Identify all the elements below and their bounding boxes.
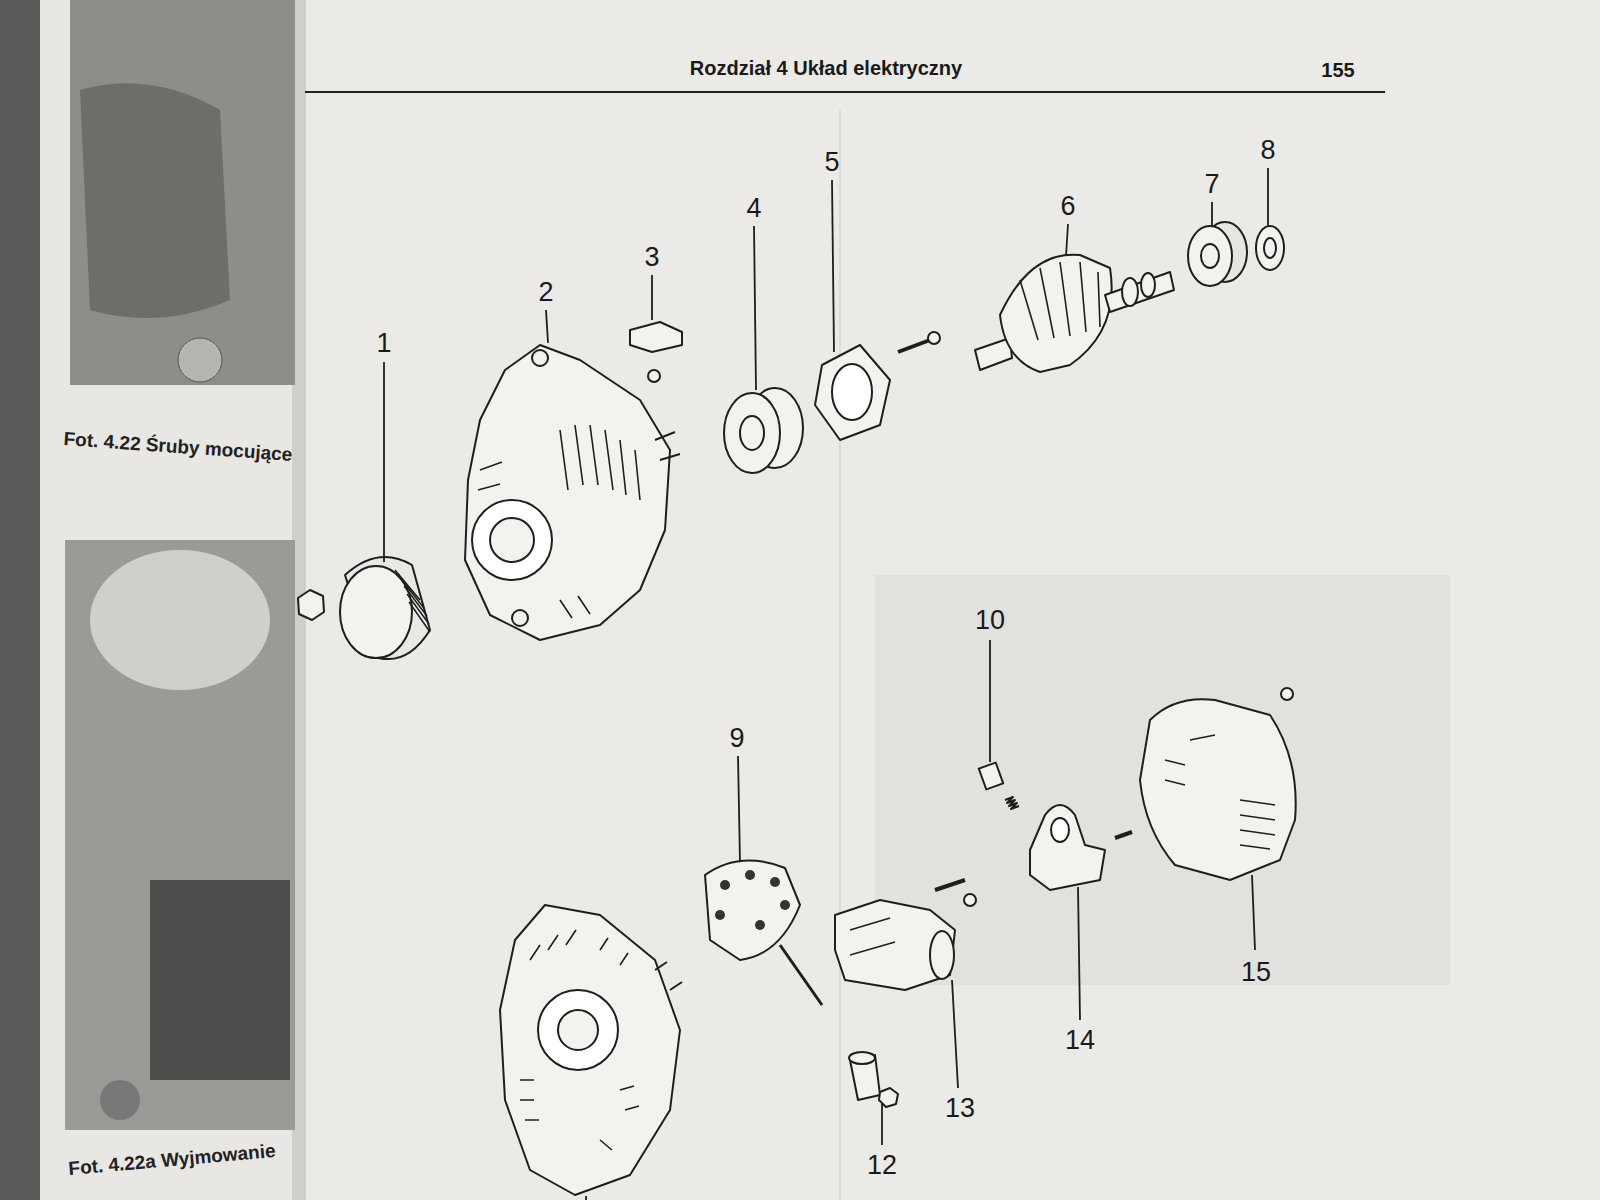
- housing-slots: [478, 425, 640, 618]
- callout-number: 13: [945, 1093, 975, 1124]
- rear-housing: [500, 905, 680, 1195]
- bracket: [630, 322, 682, 352]
- housing-bore: [472, 500, 552, 580]
- claw-poles: [1020, 262, 1100, 340]
- bearing-front: [1188, 226, 1232, 286]
- nut: [298, 590, 324, 620]
- callout-number: 3: [644, 242, 659, 273]
- book-edge: [0, 0, 40, 1200]
- photo-detail: [100, 1080, 140, 1120]
- faded-photo: [875, 575, 1450, 985]
- diode-pads: [715, 870, 790, 930]
- page-number: 155: [1321, 59, 1354, 82]
- cover-vents: [1165, 735, 1275, 849]
- housing-bore: [538, 990, 618, 1070]
- callout-number: 9: [729, 723, 744, 754]
- spring: [1005, 797, 1019, 809]
- screw: [964, 894, 976, 906]
- plug-top: [849, 1052, 875, 1064]
- regulator: [835, 900, 955, 990]
- housing-bore: [558, 1010, 598, 1050]
- screw-head: [928, 332, 940, 344]
- photo-detail: [90, 550, 270, 690]
- pulley-grooves: [395, 570, 430, 632]
- photo-detail: [80, 83, 230, 318]
- retainer-plate: [815, 345, 890, 440]
- callout-number: 2: [538, 277, 553, 308]
- screw: [1115, 832, 1132, 838]
- callout-number: 5: [824, 147, 839, 178]
- rotor-poles: [1000, 255, 1112, 372]
- housing-bore: [490, 518, 534, 562]
- regulator-detail: [850, 918, 895, 955]
- regulator-end: [930, 931, 954, 979]
- callout-number: 6: [1060, 191, 1075, 222]
- photo: [70, 0, 295, 385]
- terminal: [655, 432, 680, 460]
- mount-hole: [532, 350, 548, 366]
- slip-ring: [1141, 273, 1155, 297]
- rotor-shaft: [1105, 272, 1174, 312]
- photo-detail: [150, 880, 290, 1080]
- callout-number: 15: [1241, 957, 1271, 988]
- bearing-front: [724, 393, 780, 473]
- callout-number: 12: [867, 1150, 897, 1181]
- terminal: [655, 962, 682, 990]
- rear-cover: [1140, 699, 1296, 880]
- callout-number: 10: [975, 605, 1005, 636]
- column-rule: [839, 110, 841, 1200]
- brush: [979, 763, 1003, 790]
- callout-number: 14: [1065, 1025, 1095, 1056]
- housing-slots: [520, 930, 639, 1150]
- plate-hole: [832, 364, 872, 420]
- bearing-bore: [1201, 244, 1219, 268]
- slip-ring: [1122, 278, 1138, 306]
- running-header: Rozdział 4 Układ elektryczny: [690, 57, 962, 80]
- left-page: [40, 0, 300, 1200]
- washer: [1256, 226, 1284, 270]
- holder-hole: [1051, 818, 1069, 842]
- rectifier: [705, 860, 800, 960]
- bearing-bore: [740, 416, 764, 450]
- photo-detail: [178, 338, 222, 382]
- rectifier-pin: [780, 945, 822, 1005]
- brush-holder: [1030, 805, 1105, 890]
- screw: [898, 340, 930, 352]
- leader-lines: [384, 168, 1268, 1200]
- right-page: [300, 0, 1600, 1200]
- photo: [65, 540, 295, 1130]
- mount-hole: [512, 610, 528, 626]
- screw: [935, 880, 965, 890]
- callout-number: 1: [376, 328, 391, 359]
- callout-number: 4: [746, 193, 761, 224]
- screw: [648, 370, 660, 382]
- header-rule: [305, 91, 1385, 93]
- callout-number: 8: [1260, 135, 1275, 166]
- nut: [1281, 688, 1293, 700]
- callout-number: 7: [1204, 169, 1219, 200]
- front-housing: [465, 345, 670, 640]
- washer-hole: [1264, 238, 1276, 258]
